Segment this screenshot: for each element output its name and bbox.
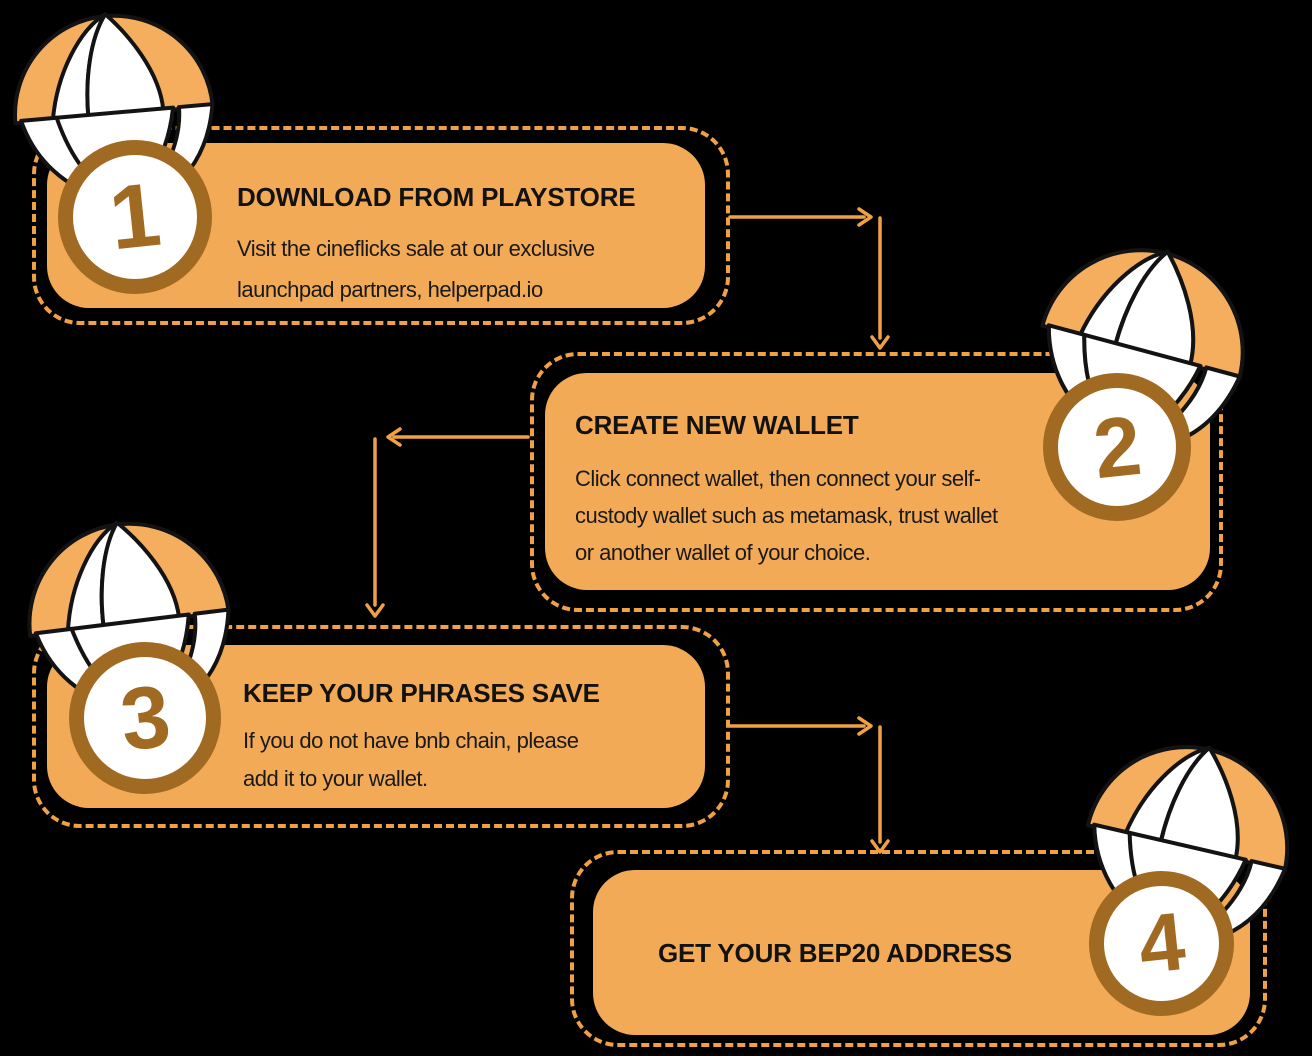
step-2-title: CREATE NEW WALLET (575, 410, 859, 440)
step-3-title: KEEP YOUR PHRASES SAVE (243, 678, 600, 708)
step-4-title: GET YOUR BEP20 ADDRESS (658, 938, 1012, 968)
step-1-dashed-border (32, 126, 730, 325)
step-2-body-line: custody wallet such as metamask, trust w… (575, 503, 998, 528)
step-1-title: DOWNLOAD FROM PLAYSTORE (237, 182, 636, 212)
step-1-body-line: Visit the cineflicks sale at our exclusi… (237, 236, 595, 261)
step-4-number: 4 (1134, 895, 1189, 991)
step-2-body-line: or another wallet of your choice. (575, 540, 871, 565)
step-4-text: GET YOUR BEP20 ADDRESS (658, 938, 1012, 968)
step-3-dashed-border (32, 625, 730, 828)
step-4-dashed-border (570, 850, 1267, 1047)
step-4-number-badge: 4 (1089, 871, 1234, 1016)
step-1-number: 1 (104, 164, 166, 270)
step-2-body-line: Click connect wallet, then connect your … (575, 466, 981, 491)
step-1-text: DOWNLOAD FROM PLAYSTORE Visit the cinefl… (237, 182, 636, 310)
step-2-dashed-border (530, 352, 1223, 612)
step-2-number: 2 (1088, 397, 1146, 497)
step-1-body-line: launchpad partners, helperpad.io (237, 277, 543, 302)
step-2-number-badge: 2 (1043, 373, 1191, 521)
step-3-body-line: If you do not have bnb chain, please (243, 728, 579, 753)
step-3-number-badge: 3 (69, 642, 221, 794)
step-3-body-line: add it to your wallet. (243, 766, 428, 791)
step-3-number: 3 (115, 665, 175, 770)
step-3-text: KEEP YOUR PHRASES SAVE If you do not hav… (243, 678, 600, 798)
step-2-text: CREATE NEW WALLET Click connect wallet, … (575, 410, 998, 571)
step-1-number-badge: 1 (58, 140, 212, 294)
